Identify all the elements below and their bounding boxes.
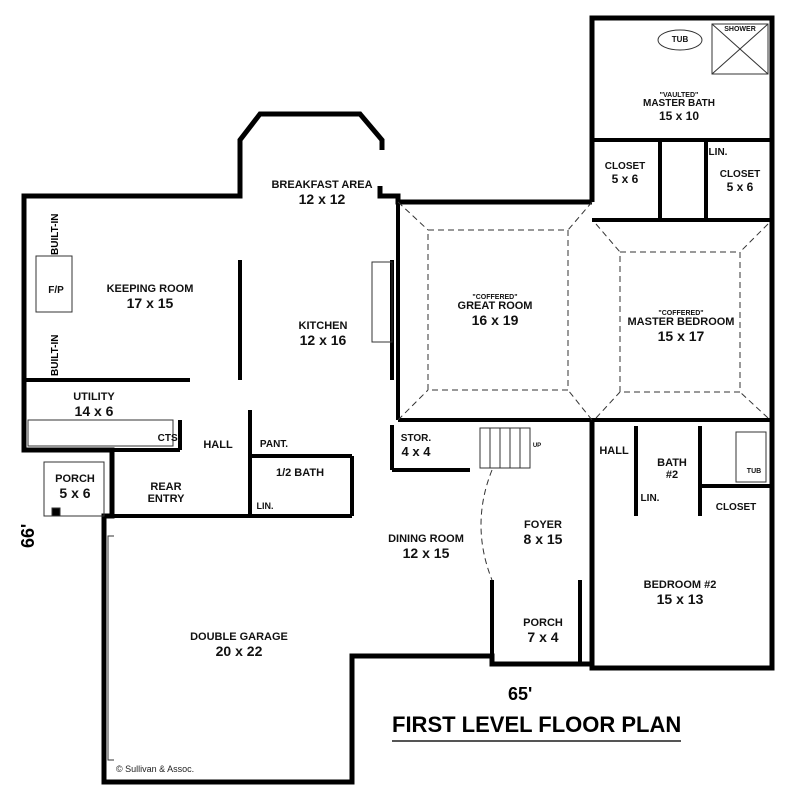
room-double-garage: DOUBLE GARAGE 20 x 22 xyxy=(190,631,288,659)
fixtures xyxy=(27,23,769,761)
plan-title: FIRST LEVEL FLOOR PLAN xyxy=(392,712,682,742)
room-closet-bed2: CLOSET xyxy=(715,502,757,513)
room-closet-right: CLOSET 5 x 6 xyxy=(719,169,761,194)
stairs-up-label: UP xyxy=(532,443,542,449)
room-linen-bath2: LIN. xyxy=(640,493,660,504)
room-porch-front: PORCH 7 x 4 xyxy=(523,617,563,645)
depth-dimension: 66' xyxy=(18,523,38,548)
room-half-bath: 1/2 BATH xyxy=(275,467,325,479)
room-kitchen: KITCHEN 12 x 16 xyxy=(298,320,348,348)
fixture-shower: SHOWER xyxy=(724,26,756,33)
ceiling-coffers xyxy=(397,201,769,581)
room-breakfast-area: BREAKFAST AREA 12 x 12 xyxy=(271,179,373,207)
room-foyer: FOYER 8 x 15 xyxy=(523,519,563,547)
room-storage: STOR. 4 x 4 xyxy=(400,433,432,459)
room-linen-master: LIN. xyxy=(708,147,728,158)
room-utility: UTILITY 14 x 6 xyxy=(73,391,115,419)
room-great-room: "COFFERED" GREAT ROOM 16 x 19 xyxy=(457,294,533,328)
room-cts: CTS. xyxy=(157,433,181,444)
room-bedroom2: BEDROOM #2 15 x 13 xyxy=(643,579,717,607)
fixture-tub-bath2: TUB xyxy=(746,468,762,475)
room-closet-left: CLOSET 5 x 6 xyxy=(604,161,646,186)
room-bath2: BATH #2 xyxy=(657,457,687,481)
fireplace: F/P xyxy=(48,285,64,296)
room-dining-room: DINING ROOM 12 x 15 xyxy=(388,533,464,561)
room-master-bedroom: "COFFERED" MASTER BEDROOM 15 x 17 xyxy=(627,310,735,344)
room-hall-right: HALL xyxy=(599,445,629,457)
room-hall-left: HALL xyxy=(203,439,233,451)
width-dimension: 65' xyxy=(508,684,533,704)
built-in-top: BUILT-IN xyxy=(50,213,61,255)
room-rear-entry: REAR ENTRY xyxy=(147,481,185,505)
room-linen-half-bath: LIN. xyxy=(256,501,274,511)
room-porch-rear: PORCH 5 x 6 xyxy=(55,473,95,501)
room-keeping-room: KEEPING ROOM 17 x 15 xyxy=(106,283,194,311)
interior-walls xyxy=(24,138,772,668)
copyright-notice: © Sullivan & Assoc. xyxy=(116,764,195,774)
room-pantry: PANT. xyxy=(259,439,289,450)
fixture-tub-master: TUB xyxy=(671,35,689,44)
room-master-bath: "VAULTED" MASTER BATH 15 x 10 xyxy=(642,92,716,123)
built-in-bottom: BUILT-IN xyxy=(50,334,61,376)
